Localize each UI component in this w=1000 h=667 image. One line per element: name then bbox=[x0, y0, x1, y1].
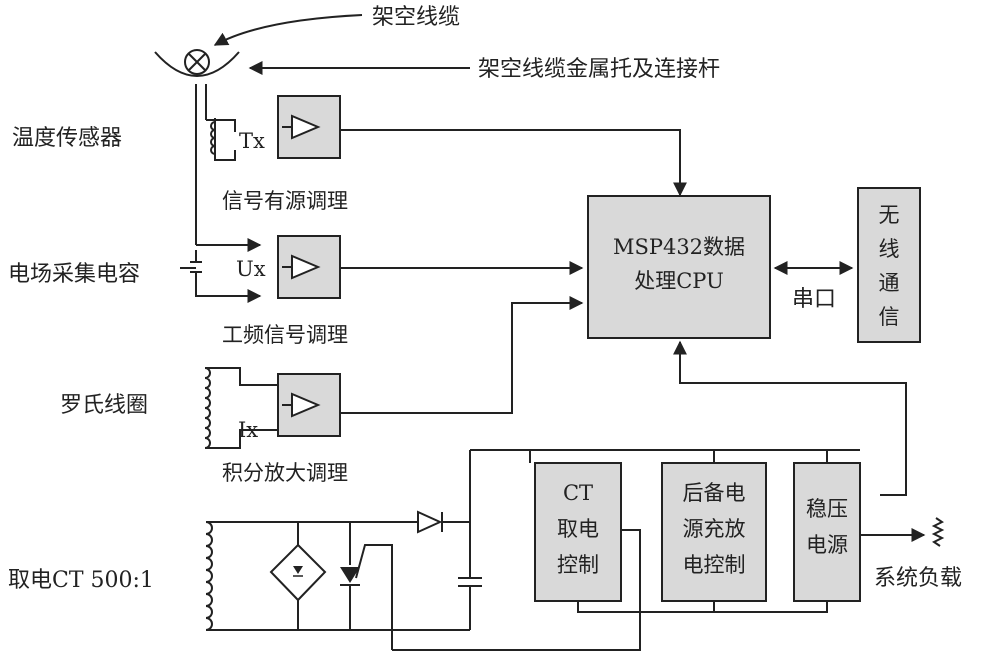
temp-amplifier bbox=[277, 95, 341, 159]
frequency-amplifier bbox=[277, 235, 341, 299]
ct-control-line1: CT bbox=[563, 481, 593, 505]
regulator-line2: 电源 bbox=[806, 533, 848, 557]
wireless-char-1: 无 bbox=[879, 203, 900, 227]
integ-conditioner-label: 积分放大调理 bbox=[222, 461, 348, 485]
load-resistor-icon bbox=[931, 517, 945, 547]
filter-capacitor-icon bbox=[458, 577, 482, 630]
temp-sensor-coil bbox=[210, 121, 216, 155]
bridge-rectifier-icon bbox=[269, 543, 327, 602]
wireless-char-4: 信 bbox=[879, 305, 900, 329]
cpu-block bbox=[587, 195, 771, 339]
temp-conditioner-label: 信号有源调理 bbox=[222, 189, 348, 213]
overhead-cable-label: 架空线缆 bbox=[372, 5, 460, 30]
cable-support-label: 架空线缆金属托及连接杆 bbox=[478, 57, 720, 82]
bus-taps bbox=[529, 450, 828, 463]
backup-power-line1: 后备电 bbox=[683, 481, 746, 505]
ux-signal-label: Ux bbox=[236, 257, 266, 281]
ct-control-block bbox=[534, 462, 622, 602]
overhead-cable-icon bbox=[184, 49, 210, 75]
rogowski-wire-top bbox=[205, 367, 282, 386]
diode-icon bbox=[417, 510, 470, 534]
regulator-block bbox=[793, 462, 861, 602]
regulator-line1: 稳压 bbox=[806, 497, 848, 521]
thyristor-icon bbox=[340, 522, 393, 650]
temp-to-cpu-wire bbox=[340, 129, 687, 197]
tx-signal-label: Tx bbox=[239, 129, 265, 153]
cpu-label-line2: 处理CPU bbox=[634, 269, 724, 293]
ct-wire-top bbox=[206, 521, 299, 545]
integrator-amplifier bbox=[277, 373, 341, 437]
power-ct-label: 取电CT 500:1 bbox=[8, 568, 154, 593]
power-to-cpu-wire bbox=[673, 340, 907, 496]
backup-power-line3: 电控制 bbox=[683, 553, 746, 577]
wireless-char-3: 通 bbox=[879, 271, 900, 295]
cable-support-arc bbox=[154, 51, 240, 77]
ct-control-line2: 取电 bbox=[557, 517, 599, 541]
freq-conditioner-label: 工频信号调理 bbox=[222, 323, 348, 347]
serial-label: 串口 bbox=[792, 287, 836, 312]
wireless-block bbox=[857, 187, 921, 343]
backup-power-line2: 源充放 bbox=[683, 517, 746, 541]
rogowski-wire-bottom bbox=[205, 429, 278, 449]
ct-control-line3: 控制 bbox=[557, 553, 599, 577]
system-load-label: 系统负载 bbox=[874, 566, 962, 591]
temp-coil-wire bbox=[214, 118, 236, 161]
cable-label-arrow bbox=[213, 14, 363, 46]
cpu-label-line1: MSP432数据 bbox=[613, 235, 745, 259]
ct-wire-bottom bbox=[206, 600, 299, 631]
rogowski-coil bbox=[204, 367, 211, 449]
field-cap-label: 电场采集电容 bbox=[8, 262, 140, 287]
bus-bottom-links bbox=[577, 601, 828, 613]
ct-control-feedback bbox=[392, 529, 641, 651]
temp-sensor-label: 温度传感器 bbox=[12, 126, 122, 151]
integ-to-cpu-wire bbox=[340, 296, 584, 414]
rogowski-label: 罗氏线圈 bbox=[60, 393, 148, 418]
ix-signal-label: Ix bbox=[238, 418, 258, 442]
field-wire-bottom bbox=[195, 272, 262, 303]
power-ct-coil bbox=[205, 521, 213, 631]
wireless-char-2: 线 bbox=[879, 237, 900, 261]
